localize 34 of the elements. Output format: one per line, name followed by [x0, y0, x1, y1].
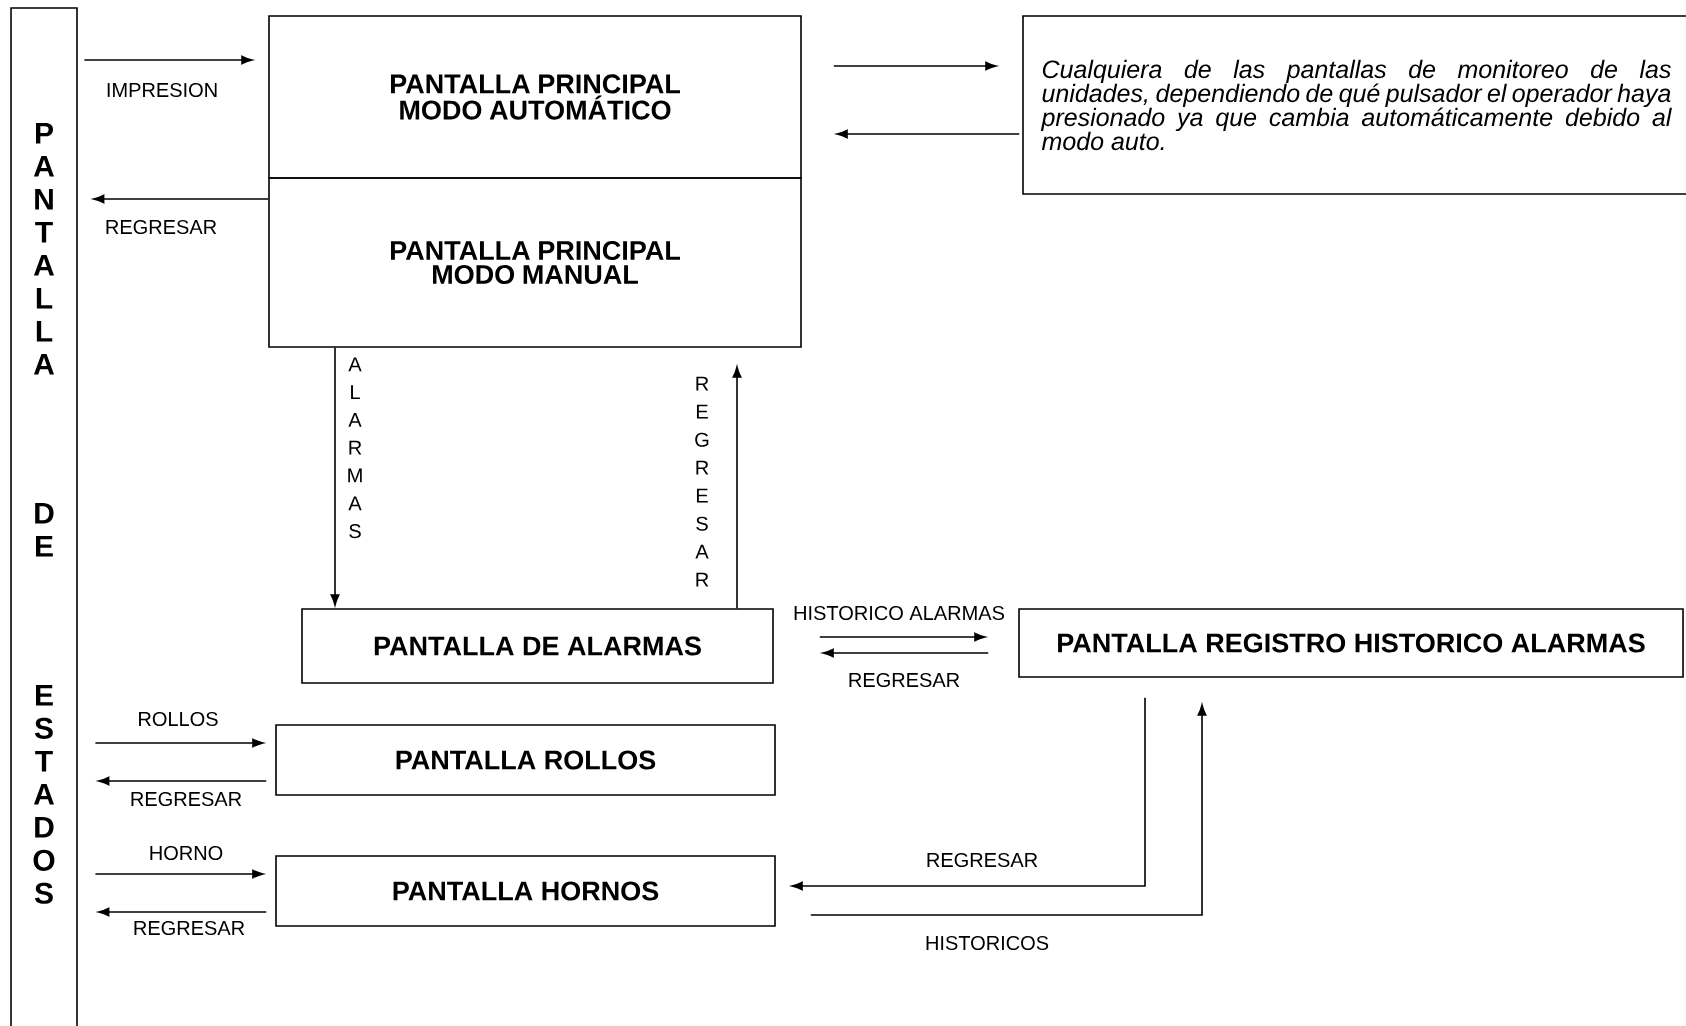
- arrow: [83, 55, 253, 65]
- edge-label: HISTORICOS: [926, 935, 1049, 951]
- screen-box: PANTALLA ROLLOS: [275, 724, 776, 796]
- arrow: [98, 907, 267, 917]
- arrow: [833, 61, 997, 71]
- screen-box: PANTALLA DE ALARMAS: [301, 608, 774, 684]
- edge-label: REGRESAR: [134, 920, 245, 936]
- edge-label: IMPRESION: [107, 82, 217, 98]
- screen-box: PANTALLA PRINCIPAL MODO AUTOMÁTICO: [268, 15, 802, 179]
- arrow: [94, 738, 264, 748]
- arrow: [791, 697, 1146, 891]
- screen-box: PANTALLA PRINCIPAL MODO MANUAL: [268, 177, 802, 348]
- edge-label: REGRESAR: [695, 376, 709, 587]
- arrow: [93, 194, 269, 204]
- arrow: [819, 632, 986, 642]
- arrow: [330, 347, 340, 606]
- screen-box: PANTALLA REGISTRO HISTORICO ALARMAS: [1018, 608, 1684, 678]
- arrow: [732, 366, 742, 609]
- edge-label: ROLLOS: [139, 711, 218, 727]
- arrow: [836, 129, 1020, 139]
- arrow: [810, 704, 1207, 916]
- edge-label: REGRESAR: [131, 791, 242, 807]
- screen-box: PANTALLA HORNOS: [275, 855, 776, 927]
- arrow: [98, 776, 267, 786]
- edge-label: HISTORICO ALARMAS: [794, 605, 1004, 621]
- note-box: Cualquiera de las pantallas de monitoreo de las unidades, dependiendo de qué pulsador el operador haya presionado ya que cambia automáticamente debido al modo auto.: [1022, 15, 1686, 195]
- edge-label: REGRESAR: [106, 219, 217, 235]
- arrow: [822, 648, 989, 658]
- edge-label: ALARMAS: [348, 357, 362, 539]
- arrow: [94, 869, 264, 879]
- edge-label: REGRESAR: [927, 852, 1038, 868]
- edge-label: REGRESAR: [849, 672, 960, 688]
- edge-label: HORNO: [150, 845, 223, 861]
- side-panel: PANTALLA DE ESTADOS: [10, 7, 78, 1026]
